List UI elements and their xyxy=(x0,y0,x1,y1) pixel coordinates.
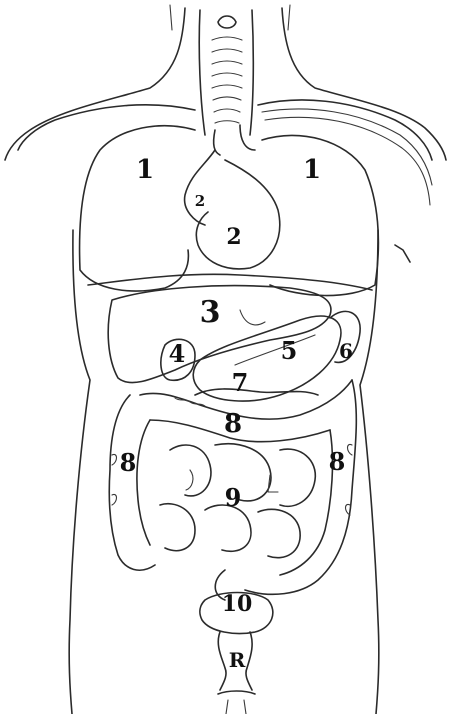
label-bladder: 10 xyxy=(222,591,253,617)
label-colon-transverse: 8 xyxy=(224,409,242,439)
trachea xyxy=(199,10,253,135)
label-colon-descending: 8 xyxy=(329,447,346,476)
label-pancreas: 7 xyxy=(232,368,249,397)
diaphragm xyxy=(88,274,372,290)
label-heart-lower: 2 xyxy=(226,224,241,250)
label-heart-upper: 2 xyxy=(195,192,205,210)
clavicles xyxy=(18,100,432,205)
label-small-intestine: 9 xyxy=(225,483,242,512)
label-gallbladder: 4 xyxy=(169,339,186,368)
label-colon-ascending: 8 xyxy=(120,448,137,477)
label-lung-left: 1 xyxy=(136,155,154,185)
label-liver: 3 xyxy=(200,295,221,330)
label-spleen: 6 xyxy=(339,339,353,363)
label-stomach: 5 xyxy=(281,336,298,365)
label-rectum: R xyxy=(229,648,246,672)
pancreas xyxy=(195,389,318,395)
organ-labels: 1 1 2 2 3 4 5 6 7 8 8 8 9 10 R xyxy=(120,155,353,672)
label-lung-right: 1 xyxy=(303,155,321,185)
rectum xyxy=(218,632,255,714)
lung-left xyxy=(80,126,195,291)
lungs xyxy=(80,126,379,296)
